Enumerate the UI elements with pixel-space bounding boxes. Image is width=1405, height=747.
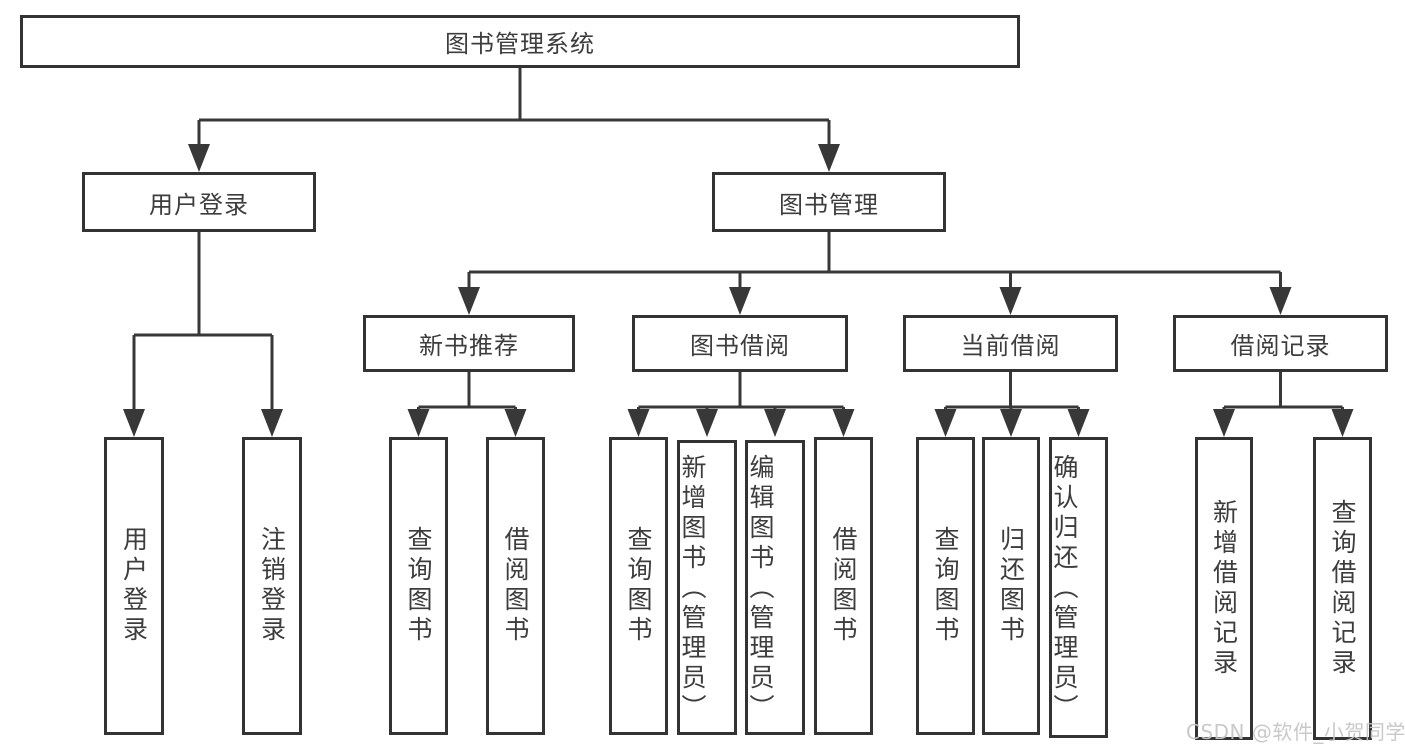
node-current-borrowing-label: 当前借阅 (960, 332, 1061, 360)
leaf-query-borrow-record: 查询借阅记录 (1313, 437, 1372, 740)
node-root-label: 图书管理系统 (445, 30, 595, 58)
node-new-book-recommendation-label: 新书推荐 (419, 332, 519, 360)
leaf-return-books-label: 归还图书 (996, 526, 1026, 646)
leaf-query-books-current: 查询图书 (916, 437, 975, 735)
node-book-management: 图书管理 (712, 172, 946, 232)
leaf-edit-books-admin-label: 编辑图书（管理员） (746, 454, 775, 724)
leaf-query-borrow-record-label: 查询借阅记录 (1328, 498, 1357, 679)
leaf-borrow-books-label: 借阅图书 (829, 526, 858, 646)
leaf-logout: 注销登录 (242, 437, 302, 735)
node-root-library-system: 图书管理系统 (20, 15, 1020, 68)
leaf-add-books-admin-label: 新增图书（管理员） (678, 454, 707, 724)
leaf-add-books-admin: 新增图书（管理员） (677, 440, 737, 735)
leaf-confirm-return-admin: 确认归还（管理员） (1049, 437, 1108, 738)
node-book-borrowing-label: 图书借阅 (690, 332, 790, 360)
node-book-management-label: 图书管理 (779, 190, 879, 219)
leaf-query-books-recommend-label: 查询图书 (404, 526, 433, 646)
node-new-book-recommendation: 新书推荐 (363, 315, 575, 372)
leaf-query-books-borrow: 查询图书 (609, 437, 668, 735)
node-user-login-label: 用户登录 (149, 190, 249, 219)
leaf-confirm-return-admin-label: 确认归还（管理员） (1050, 454, 1079, 724)
leaf-query-books-current-label: 查询图书 (931, 526, 960, 646)
node-borrowing-records-label: 借阅记录 (1230, 332, 1331, 360)
edge-lines (132, 66, 1344, 431)
leaf-add-borrow-record: 新增借阅记录 (1195, 437, 1253, 740)
leaf-query-books-borrow-label: 查询图书 (624, 526, 653, 646)
leaf-borrow-books-recommend: 借阅图书 (486, 437, 545, 735)
leaf-user-login-label: 用户登录 (119, 526, 149, 646)
leaf-return-books: 归还图书 (982, 437, 1040, 735)
leaf-add-borrow-record-label: 新增借阅记录 (1209, 498, 1239, 679)
leaf-borrow-books: 借阅图书 (814, 437, 873, 735)
leaf-logout-label: 注销登录 (257, 526, 287, 646)
leaf-user-login: 用户登录 (104, 437, 164, 735)
node-current-borrowing: 当前借阅 (903, 315, 1118, 372)
leaf-query-books-recommend: 查询图书 (389, 437, 448, 735)
leaf-edit-books-admin: 编辑图书（管理员） (745, 440, 805, 735)
node-user-login: 用户登录 (82, 172, 316, 232)
csdn-watermark: CSDN @软件_小贺同学 (1186, 720, 1405, 744)
node-borrowing-records: 借阅记录 (1173, 315, 1388, 372)
leaf-borrow-books-recommend-label: 借阅图书 (501, 526, 530, 646)
arrowheads (123, 144, 1354, 437)
node-book-borrowing: 图书借阅 (632, 315, 848, 372)
